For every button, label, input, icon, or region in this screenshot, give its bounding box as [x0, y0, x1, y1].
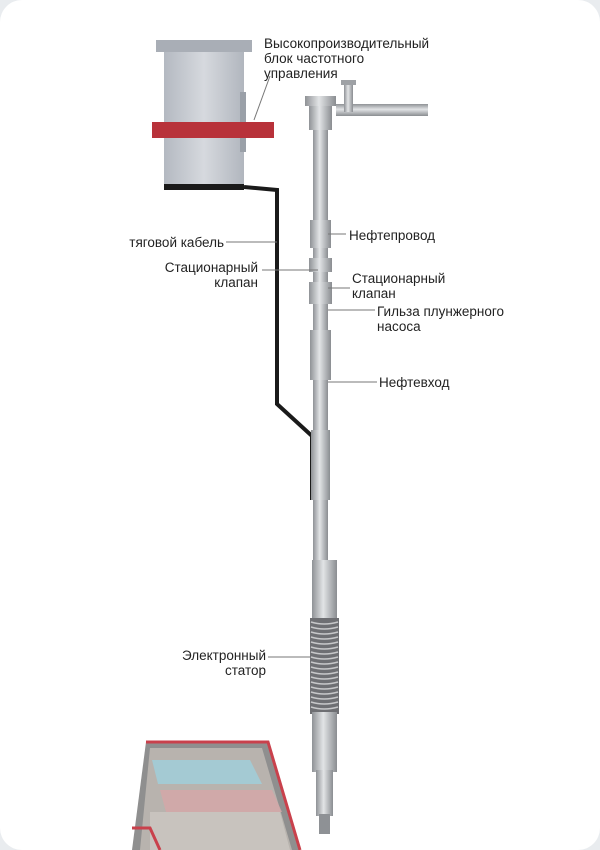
winding-turn	[310, 656, 339, 660]
cabinet-base	[164, 184, 244, 190]
winding-turn	[310, 706, 339, 710]
label-stator: Электронный статор	[181, 648, 266, 678]
label-vfd: Высокопроизводительный блок частотного у…	[264, 36, 430, 81]
label-cable: тяговой кабель	[129, 235, 224, 250]
winding-turn	[310, 651, 339, 655]
motor-assembly	[310, 560, 339, 834]
winding-turn	[310, 686, 339, 690]
winding-turn	[310, 691, 339, 695]
label-oil-inlet: Нефтевход	[379, 375, 450, 390]
vent-pipe	[344, 82, 353, 112]
winding-turn	[310, 641, 339, 645]
winding-turn	[310, 666, 339, 670]
winding-turn	[310, 646, 339, 650]
label-valve-left: Стационарный клапан	[164, 260, 258, 290]
winding-turn	[310, 696, 339, 700]
pump-sleeve	[310, 330, 331, 380]
motor-lower-housing	[312, 712, 337, 772]
cable-clamp-section	[311, 430, 330, 500]
corner-photo	[132, 740, 302, 850]
motor-tail	[316, 770, 333, 816]
label-oil-pipe: Нефтепровод	[349, 228, 436, 243]
label-valve-right: Стационарный клапан	[352, 271, 446, 301]
valve-body-lower	[309, 282, 332, 304]
cabinet-top	[156, 40, 252, 52]
photo-lower-band	[150, 812, 290, 850]
photo-border	[146, 740, 302, 850]
well-head	[305, 80, 428, 130]
wellhead-body	[309, 106, 332, 130]
tubing-string	[309, 130, 332, 560]
wellhead-flange	[305, 96, 336, 106]
winding-turn	[310, 681, 339, 685]
traction-cable	[243, 185, 314, 500]
winding-turn	[310, 626, 339, 630]
label-sleeve: Гильза плунжерного насоса	[377, 304, 504, 334]
leader-lines	[226, 75, 377, 658]
winding-turn	[310, 631, 339, 635]
winding-turn	[310, 661, 339, 665]
oil-pipe-joint	[310, 220, 331, 248]
photo-blue-band	[152, 760, 262, 784]
winding-turn	[310, 701, 339, 705]
photo-red-band	[160, 790, 282, 812]
leader-vfd	[253, 75, 271, 121]
photo-border-inner	[132, 826, 162, 850]
winding-turn	[310, 671, 339, 675]
stator-windings	[310, 621, 339, 710]
winding-turn	[310, 621, 339, 625]
vent-cap	[341, 80, 356, 85]
winding-turn	[310, 676, 339, 680]
motor-end	[319, 814, 330, 834]
red-band	[152, 122, 274, 138]
winding-turn	[310, 636, 339, 640]
valve-body-upper	[309, 258, 332, 272]
cabinet-body	[164, 52, 244, 187]
motor-housing	[312, 560, 337, 620]
control-cabinet	[152, 40, 274, 190]
outlet-pipe	[336, 104, 428, 116]
